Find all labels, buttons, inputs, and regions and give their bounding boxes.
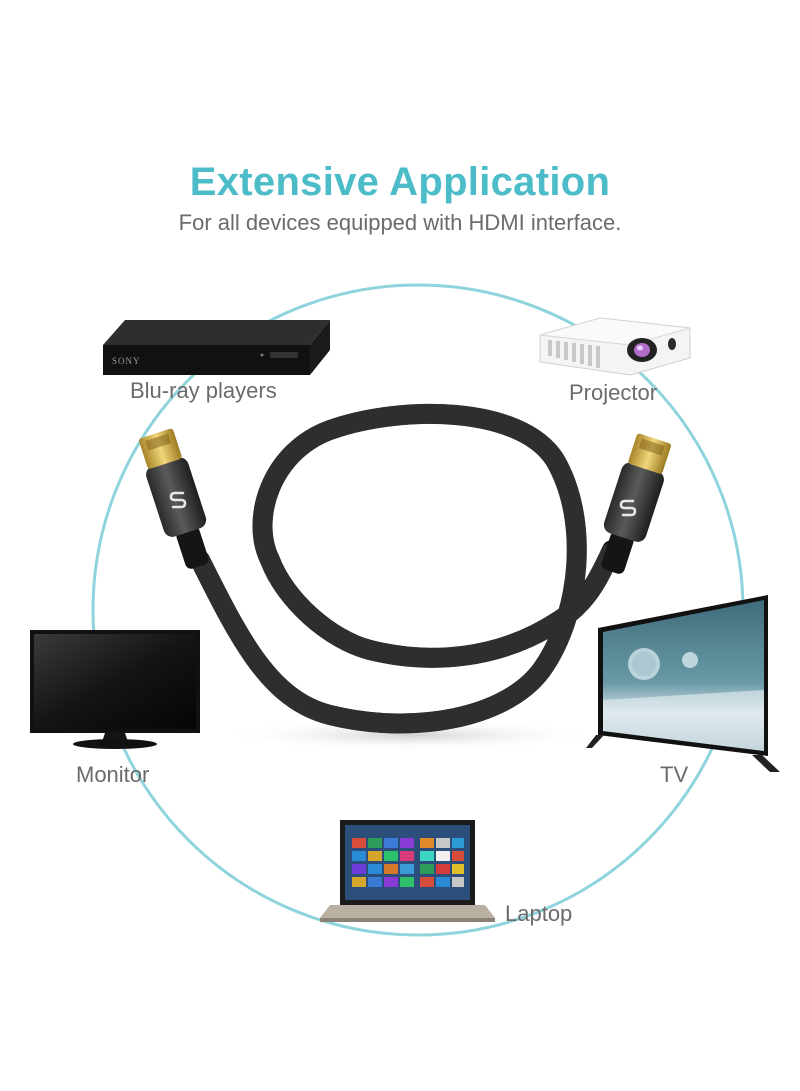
projector-label: Projector <box>569 380 658 405</box>
tv-label: TV <box>660 762 689 787</box>
cable-shadow <box>220 719 600 751</box>
page-subtitle: For all devices equipped with HDMI inter… <box>178 210 622 235</box>
bluray-label: Blu-ray players <box>130 378 277 403</box>
tv-image <box>586 595 780 772</box>
bluray-brand-text: SONY <box>112 356 141 366</box>
bluray-player-image: SONY <box>103 320 330 375</box>
laptop-image <box>320 820 495 922</box>
laptop-label: Laptop <box>505 901 573 926</box>
s-logo-icon <box>169 491 187 509</box>
right-hdmi-connector <box>601 433 671 574</box>
left-hdmi-connector <box>139 428 209 569</box>
page-title: Extensive Application <box>189 160 611 204</box>
monitor-label: Monitor <box>76 762 150 787</box>
monitor-image <box>30 630 200 749</box>
hdmi-cable <box>190 403 622 734</box>
projector-image <box>539 317 691 376</box>
s-logo-icon <box>619 499 637 517</box>
